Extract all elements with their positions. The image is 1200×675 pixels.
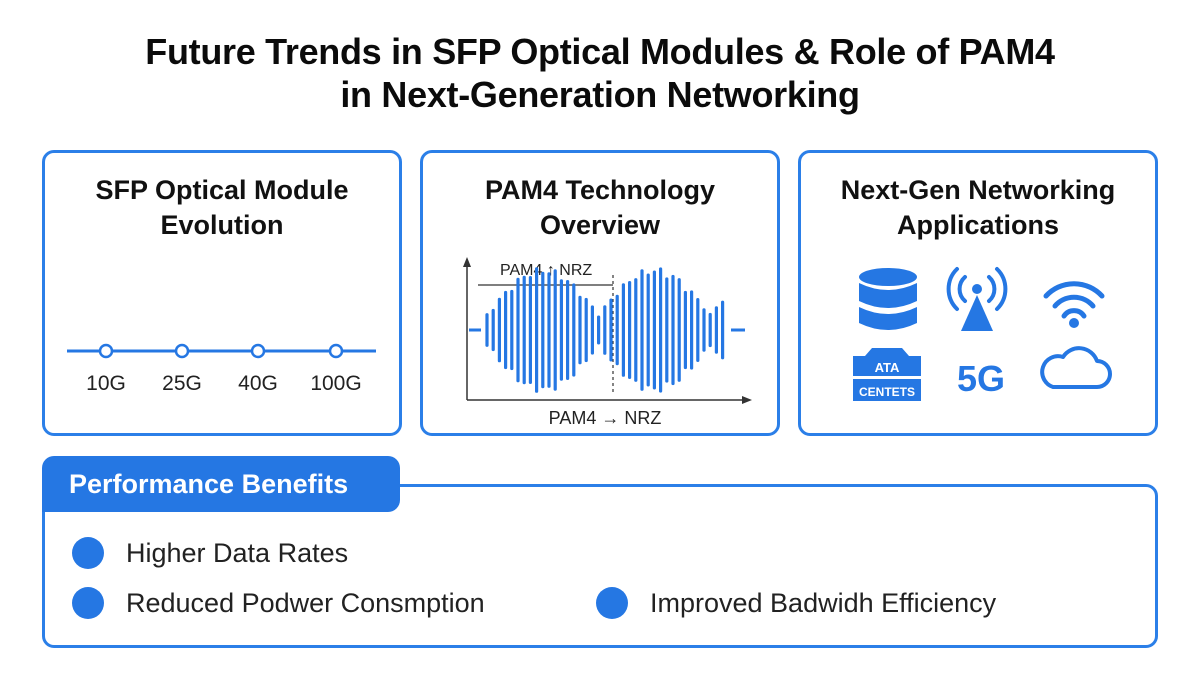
benefit-item: Reduced Podwer Consmption [72,587,485,619]
data-center-icon: ATA CENTETS [853,348,921,401]
bullet-icon [72,587,104,619]
evolution-card-title: SFP Optical Module Evolution [45,173,399,243]
benefit-item: Improved Badwidh Efficiency [596,587,996,619]
pam4-title-line-1: PAM4 Technology [484,175,715,205]
nextgen-card-title: Next-Gen Networking Applications [801,173,1155,243]
x-axis-arrow [742,396,752,404]
evolution-timeline: 10G 25G 40G 100G [67,343,376,395]
pam4-title-line-2: Overview [539,210,661,240]
page-title: Future Trends in SFP Optical Modules & R… [0,30,1200,116]
5g-label: 5G [957,358,1005,399]
nextgen-title-line-1: Next-Gen Networking [840,175,1116,205]
benefits-heading: Performance Benefits [42,456,400,512]
speed-label: 25G [162,372,202,395]
evolution-card: SFP Optical Module Evolution 10G 25G 40G… [42,150,402,436]
timeline-node [250,343,266,359]
nextgen-card: Next-Gen Networking Applications [798,150,1158,436]
bullet-icon [72,537,104,569]
speed-label: 40G [238,372,278,395]
waveform [485,267,725,393]
nextgen-icons: ATA CENTETS 5G [853,267,1112,401]
timeline-node [98,343,114,359]
title-line-1: Future Trends in SFP Optical Modules & R… [145,31,1055,72]
benefit-item: Higher Data Rates [72,537,348,569]
nextgen-title-line-2: Applications [896,210,1059,240]
top-label: PAM4 ↑ NRZ [500,262,592,279]
pam4-card: PAM4 Technology Overview PAM4 ↑ NRZ PAM4… [420,150,780,436]
benefit-label: Improved Badwidh Efficiency [650,587,997,618]
bottom-label: PAM4 → NRZ [549,408,662,428]
evolution-title-line-1: SFP Optical Module [95,175,349,205]
evolution-title-line-2: Evolution [160,210,284,240]
timeline-node [328,343,344,359]
datacenter-label-line-1: ATA [875,360,900,375]
datacenter-label-line-2: CENTETS [859,385,915,399]
y-axis-arrow [463,257,471,267]
pam4-waveform-diagram: PAM4 ↑ NRZ PAM4 → NRZ [463,257,752,428]
speed-label: 100G [310,372,361,395]
database-icon [859,268,917,330]
pam4-card-title: PAM4 Technology Overview [423,173,777,243]
wifi-icon [1043,281,1105,328]
timeline-node [174,343,190,359]
title-line-2: in Next-Generation Networking [340,74,860,115]
bullet-icon [596,587,628,619]
benefit-label: Reduced Podwer Consmption [126,587,485,618]
benefit-label: Higher Data Rates [126,537,349,568]
cloud-icon [1040,346,1112,389]
speed-label: 10G [86,372,126,395]
antenna-tower-icon [946,267,1008,331]
